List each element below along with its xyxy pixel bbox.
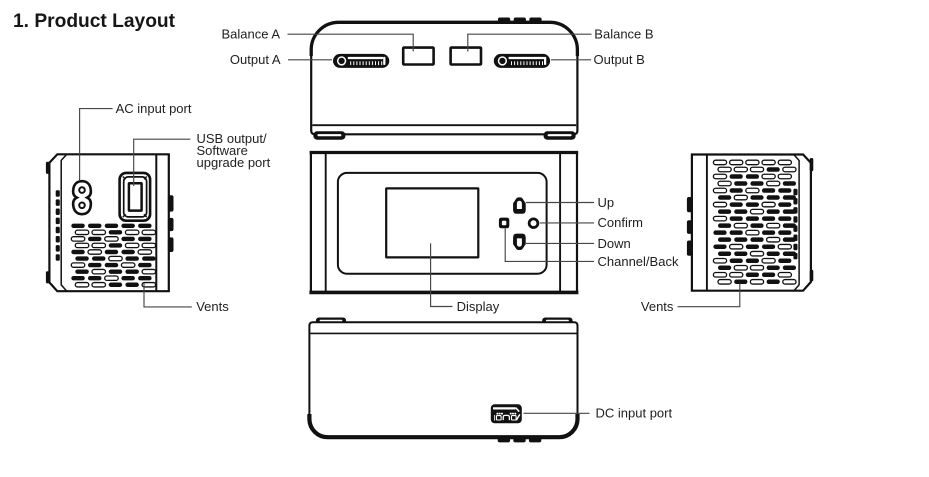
svg-text:DC input port: DC input port	[596, 406, 673, 421]
svg-text:Display: Display	[457, 299, 500, 314]
svg-text:Output A: Output A	[230, 52, 281, 67]
svg-text:Up: Up	[598, 195, 615, 210]
svg-text:Confirm: Confirm	[598, 215, 644, 230]
svg-text:Down: Down	[598, 236, 631, 251]
svg-text:Output B: Output B	[594, 52, 645, 67]
svg-text:Vents: Vents	[641, 299, 674, 314]
svg-text:upgrade port: upgrade port	[197, 155, 271, 170]
svg-text:Balance B: Balance B	[594, 27, 653, 42]
svg-text:USB output/: USB output/	[197, 131, 267, 146]
svg-text:Vents: Vents	[196, 299, 229, 314]
svg-text:1. Product Layout: 1. Product Layout	[13, 11, 176, 32]
svg-text:AC input port: AC input port	[116, 101, 192, 116]
svg-text:Balance A: Balance A	[221, 27, 280, 42]
svg-text:Software: Software	[197, 143, 248, 158]
svg-text:Channel/Back: Channel/Back	[598, 254, 679, 269]
